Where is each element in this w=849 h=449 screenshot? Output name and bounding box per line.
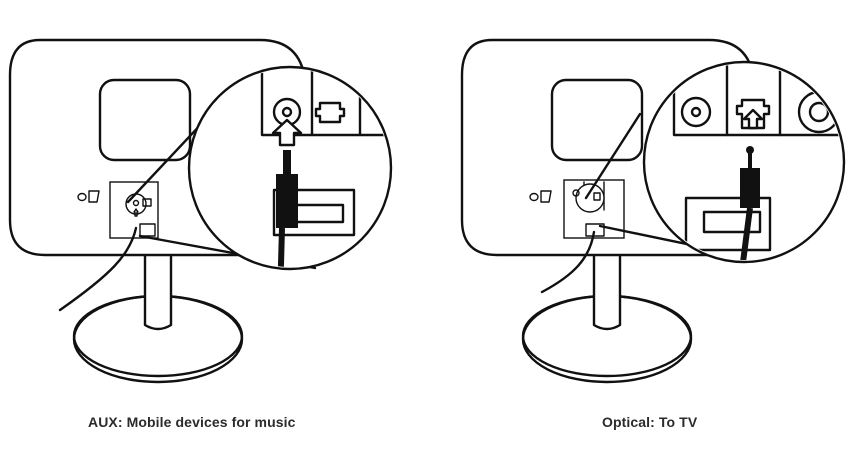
aux-port <box>680 96 712 128</box>
insert-arrow <box>742 108 764 130</box>
usb-port <box>684 196 772 252</box>
aux-illustration <box>8 38 393 384</box>
optical-diagram <box>424 0 849 449</box>
caption-optical: Optical: To TV <box>602 414 698 430</box>
aux-cable <box>58 226 138 312</box>
rear-recess <box>550 78 644 162</box>
optical-cable <box>540 230 596 294</box>
rear-recess <box>98 78 192 162</box>
stand-neck <box>143 255 173 331</box>
aux-diagram <box>8 38 393 384</box>
stand-neck <box>592 255 622 331</box>
optical-plug <box>740 168 760 208</box>
usb-port <box>272 188 356 237</box>
caption-aux: AUX: Mobile devices for music <box>88 414 296 430</box>
aux-plug <box>276 174 298 228</box>
optical-port <box>735 98 771 130</box>
insert-arrow <box>271 118 303 147</box>
optical-illustration <box>460 38 846 384</box>
magnifier-circle <box>642 60 846 264</box>
optical-port <box>314 101 346 124</box>
